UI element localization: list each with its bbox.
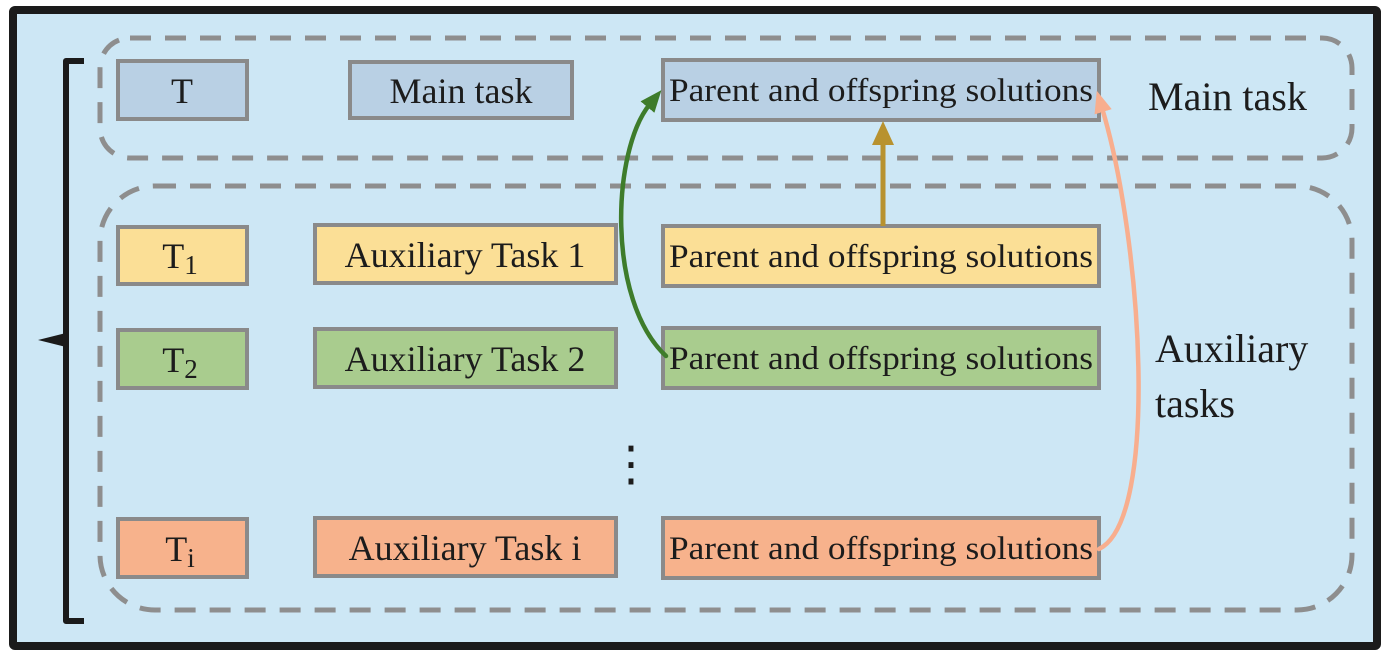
left-brace-tick (38, 333, 66, 347)
task-box-aux1-label: Auxiliary Task 1 (345, 235, 586, 275)
solutions-box-aux1-label: Parent and offspring solutions (669, 239, 1093, 275)
t-symbol: T (162, 340, 184, 380)
main-task-group-border (97, 35, 1355, 161)
task-box-aux2-label: Auxiliary Task 2 (345, 339, 586, 379)
t-subscript: i (187, 543, 195, 573)
auxiliary-tasks-group-label-line2: tasks (1155, 381, 1235, 426)
task-box-auxi (313, 516, 618, 578)
solutions-box-auxi (661, 516, 1101, 580)
t-box-aux1-label: T1 (162, 236, 198, 280)
arrow-auxi-to-main (1094, 90, 1141, 552)
arrow-aux2-to-main (619, 90, 669, 359)
auxiliary-tasks-group-border (97, 183, 1355, 613)
task-box-main (348, 60, 574, 120)
t-box-aux2 (116, 328, 249, 390)
t-box-auxi-label: Ti (165, 529, 195, 573)
solutions-box-auxi-label: Parent and offspring solutions (669, 531, 1093, 567)
main-task-group-label: Main task (1148, 74, 1307, 119)
solutions-box-main-label: Parent and offspring solutions (669, 73, 1093, 109)
vertical-ellipsis: ⋮ (607, 436, 655, 492)
t-symbol: T (171, 71, 193, 111)
task-box-auxi-label: Auxiliary Task i (349, 528, 582, 568)
task-box-aux2 (313, 327, 618, 389)
t-symbol: T (162, 236, 184, 276)
t-box-auxi (116, 517, 249, 579)
t-symbol: T (165, 529, 187, 569)
t-box-main-label: T (171, 71, 193, 111)
task-box-main-label: Main task (390, 71, 533, 111)
t-subscript: 1 (184, 250, 198, 280)
t-box-aux2-label: T2 (162, 340, 198, 384)
t-box-main (116, 59, 249, 121)
auxiliary-tasks-group-label-line1: Auxiliary (1155, 326, 1308, 371)
task-box-aux1 (313, 223, 618, 285)
solutions-box-aux2 (661, 326, 1101, 390)
solutions-box-aux1 (661, 224, 1101, 288)
t-box-aux1 (116, 225, 249, 286)
t-subscript: 2 (184, 354, 198, 384)
solutions-box-aux2-label: Parent and offspring solutions (669, 341, 1093, 377)
solutions-box-main (661, 58, 1101, 122)
